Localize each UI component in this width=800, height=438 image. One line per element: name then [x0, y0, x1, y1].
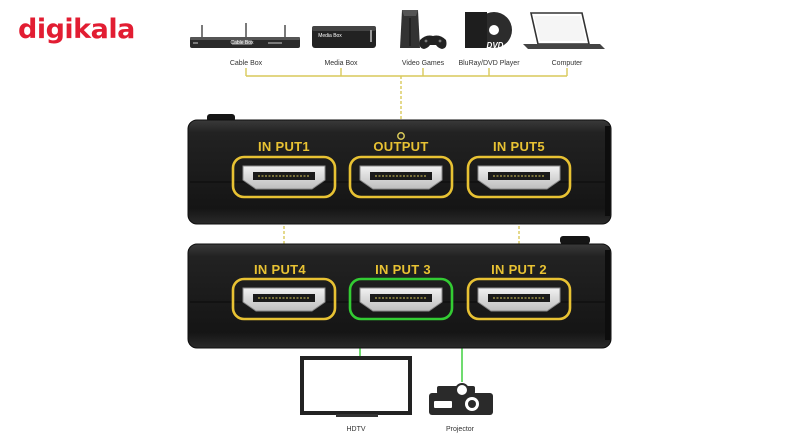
laptop-icon	[523, 12, 605, 49]
logo-prefix: digi	[18, 14, 74, 45]
output-label-hdtv: HDTV	[346, 426, 365, 433]
media-box-icon	[312, 26, 376, 48]
hdmi-port-input2	[466, 277, 572, 321]
dvd-player-icon	[465, 12, 512, 48]
device-label-video-games: Video Games	[402, 60, 445, 67]
port-label-input1: IN PUT1	[258, 139, 310, 154]
media-box-screen-text: Media Box	[318, 33, 342, 39]
tv-icon	[300, 356, 412, 417]
port-label-input2: IN PUT 2	[491, 262, 547, 277]
cable-box-screen-text: Cable Box	[230, 40, 254, 46]
port-label-input3: IN PUT 3	[375, 262, 431, 277]
output-label-projector: Projector	[446, 426, 475, 433]
device-bus-lines	[245, 68, 568, 77]
hdmi-port-input1	[231, 155, 337, 199]
device-label-computer: Computer	[552, 60, 583, 67]
device-label-media-box: Media Box	[324, 60, 358, 67]
device-label-dvd-player: BluRay/DVD Player	[458, 60, 520, 67]
port-label-output: OUTPUT	[373, 139, 428, 154]
hdmi-port-input5	[466, 155, 572, 199]
projector-icon	[429, 383, 493, 415]
brand-logo: digikala	[18, 14, 135, 45]
game-console-icon	[400, 10, 447, 49]
port-label-input5: IN PUT5	[493, 139, 545, 154]
port-label-input4: IN PUT4	[254, 262, 306, 277]
dvd-screen-text: DVD	[487, 41, 504, 50]
logo-suffix: kala	[73, 14, 135, 45]
set-top-box-icon	[190, 23, 300, 48]
hdmi-port-input3	[348, 277, 454, 321]
hdmi-port-input4	[231, 277, 337, 321]
device-label-cable-box: Cable Box	[230, 60, 263, 67]
hdmi-port-output	[348, 155, 454, 199]
